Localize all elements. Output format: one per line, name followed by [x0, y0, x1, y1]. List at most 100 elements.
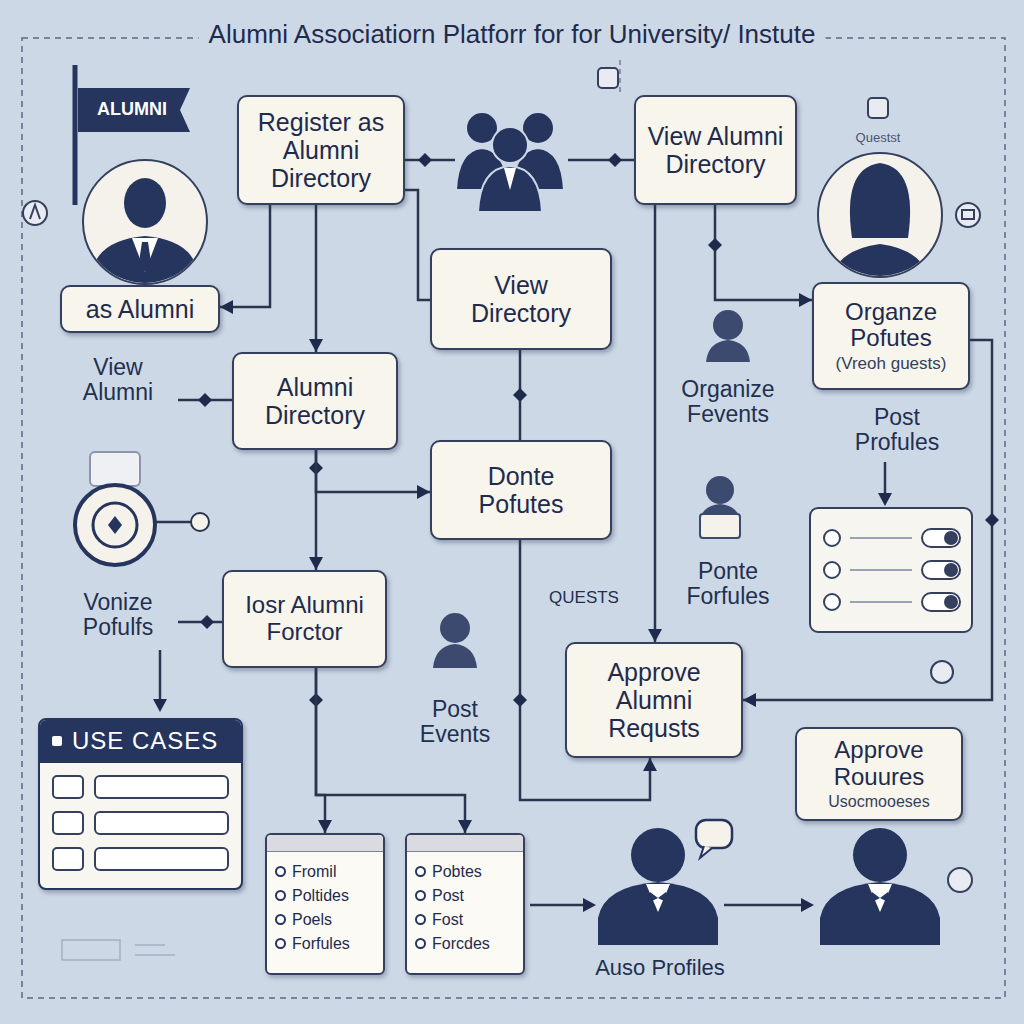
arrowhead — [799, 293, 812, 307]
connector-line — [316, 668, 325, 833]
flag-pole — [73, 65, 78, 205]
head — [124, 178, 166, 228]
link-line — [159, 650, 162, 700]
node-text: Register as Alumni Directory — [249, 108, 393, 192]
link-line — [724, 904, 802, 907]
node-text: Fromil — [292, 863, 336, 881]
list-item: Forfules — [267, 932, 383, 956]
bullet-square — [52, 736, 62, 746]
compass-needle — [108, 516, 122, 534]
small-icon — [598, 68, 618, 88]
speech-bubble-tail — [700, 846, 712, 858]
node-text: Donte Pofutes — [442, 462, 600, 518]
field-pill — [94, 847, 229, 871]
list-item: Poltides — [267, 884, 383, 908]
connector — [309, 450, 430, 499]
actor-label: Ponte Forfules — [678, 559, 778, 610]
arrowhead — [309, 339, 323, 352]
connector — [309, 668, 332, 833]
hair — [850, 163, 910, 238]
connector — [309, 205, 323, 352]
people-group — [456, 112, 564, 212]
settings-rows — [824, 529, 960, 611]
actor-label: Post Profules — [837, 405, 957, 456]
process-box: Approve RouuresUsocmooeses — [795, 727, 963, 821]
small-icon — [931, 661, 953, 683]
connector-line — [405, 190, 430, 300]
connector-line — [743, 340, 992, 700]
use-case-panel: USE CASES — [38, 718, 243, 890]
process-box: Approve Alumni Requsts — [565, 642, 743, 758]
connector — [309, 450, 323, 570]
list-card: FromilPoltidesPoelsForfules — [265, 833, 385, 975]
arrowhead — [648, 629, 662, 642]
process-box: Register as Alumni Directory — [237, 95, 405, 205]
use-case-row — [40, 835, 241, 871]
flag — [78, 88, 190, 132]
connector-line — [315, 450, 318, 570]
field-pill — [94, 811, 229, 835]
diamond-marker — [608, 153, 622, 167]
connector — [743, 340, 999, 707]
connector — [316, 668, 472, 833]
node-text: View Alumni Directory — [646, 122, 785, 178]
node-text: Approve Alumni Requsts — [577, 658, 731, 742]
node-text: Poltides — [292, 887, 349, 905]
person-icon — [433, 613, 477, 668]
dashed-frame — [22, 38, 1005, 998]
small-icon — [191, 513, 209, 531]
actor-label: View Alumni — [63, 355, 173, 406]
arrowhead — [417, 485, 430, 499]
connector-line — [654, 205, 657, 642]
field-pill — [94, 775, 229, 799]
diagram-title: Alumni Associatiorn Platforr for for Uni… — [199, 20, 826, 49]
arrowhead — [878, 493, 892, 506]
faint-sketch — [62, 940, 175, 960]
compass-ring — [93, 503, 137, 547]
node-text: Alumni Directory — [244, 373, 386, 429]
small-icon — [868, 98, 888, 118]
bullet-dot — [275, 890, 286, 901]
diamond-marker — [985, 513, 999, 527]
flag-label: ALUMNI — [80, 100, 184, 120]
process-box: View Directory — [430, 248, 612, 350]
diamond-marker — [513, 693, 527, 707]
bullet-dot — [415, 890, 426, 901]
arrowhead — [801, 898, 814, 912]
node-text: Pobtes — [432, 863, 482, 881]
node-text: Usocmooeses — [828, 793, 929, 811]
diamond-marker — [198, 393, 212, 407]
bullet-dot — [415, 938, 426, 949]
process-box: Iosr Alumni Forctor — [222, 570, 387, 668]
connector — [708, 205, 812, 307]
connector-line — [715, 205, 812, 300]
arrowhead — [743, 693, 756, 707]
checkbox-pill — [52, 847, 84, 871]
bullet-dot — [415, 914, 426, 925]
node-text: as Alumni — [86, 295, 194, 323]
node-text: Forcdes — [432, 935, 490, 953]
node-text: USE CASES — [72, 728, 218, 755]
node-text: Organze Pofutes — [824, 299, 958, 353]
node-text: Post — [432, 887, 464, 905]
list-item: Post — [407, 884, 523, 908]
small-icon-mark — [962, 210, 974, 219]
list-item: Poels — [267, 908, 383, 932]
checkbox-pill — [52, 775, 84, 799]
connector-line — [316, 668, 465, 833]
small-icon — [948, 868, 972, 892]
node-text: Approve Rouures — [807, 737, 951, 791]
panel-header: USE CASES — [40, 720, 241, 763]
arrowhead — [643, 758, 657, 771]
use-case-row — [40, 799, 241, 835]
diamond-marker — [513, 388, 527, 402]
person-figure — [820, 828, 940, 945]
link-line — [568, 159, 634, 162]
small-icon — [956, 203, 980, 227]
process-box: Alumni Directory — [232, 352, 398, 450]
connector-line — [315, 205, 318, 352]
list-card: PobtesPostFostForcdes — [405, 833, 525, 975]
connector — [220, 205, 270, 314]
